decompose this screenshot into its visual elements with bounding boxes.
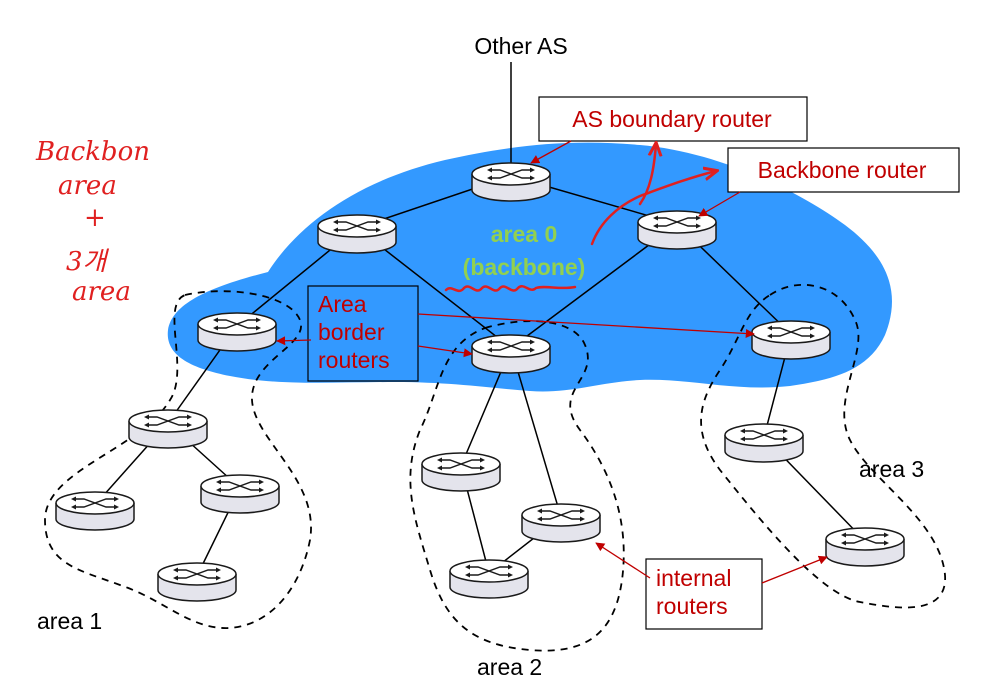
area2-boundary [409,320,625,652]
router-icon [128,409,208,449]
area-border-label-line2: border [318,319,385,345]
backbone-router-label: Backbone router [758,157,927,183]
router-icon [471,162,551,202]
area-border-label-line1: Area [318,291,367,317]
area-border-label-line3: routers [318,347,390,373]
as-boundary-router-label: AS boundary router [572,106,772,132]
area3-boundary [700,283,946,609]
router-icon [637,210,717,250]
router-icon [197,312,277,352]
area3-label: area 3 [859,456,924,482]
internal-routers-label-line1: internal [656,565,731,591]
area2-label: area 2 [477,654,542,680]
callout-arrows [276,140,828,584]
router-icon [825,527,905,567]
handwritten-annotation: Backbon area + 3개 area [35,137,150,307]
backbone-underline-squiggle [444,285,577,293]
pen-strokes [444,144,716,293]
other-as-label: Other AS [474,33,567,59]
handwritten-line-4: 3개 [66,247,110,277]
area0-label-line1: area 0 [491,221,558,247]
handwritten-line-3: + [84,203,106,233]
router-icon [449,559,529,599]
as-boundary-router-box [538,96,808,142]
area0-label-line2: (backbone) [463,254,586,280]
router-icon [200,474,280,514]
router-icon [521,503,601,543]
router-icon [421,452,501,492]
internal-routers-label-line2: routers [656,593,728,619]
handwritten-line-1: Backbon [35,137,150,167]
router-icon [317,214,397,254]
router-icon [55,491,135,531]
handwritten-line-5: area [72,277,131,307]
area1-label: area 1 [37,608,102,634]
handwritten-line-2: area [58,171,117,201]
boundary-router-pen-arrow [638,144,656,206]
backbone-router-box [727,147,960,193]
router-icon [724,423,804,463]
router-icon [751,320,831,360]
internal-routers-box [645,558,763,630]
router-icon [471,334,551,374]
router-icon [157,562,237,602]
backbone-router-pen-arrow [590,171,716,246]
area-border-routers-box [307,285,419,382]
